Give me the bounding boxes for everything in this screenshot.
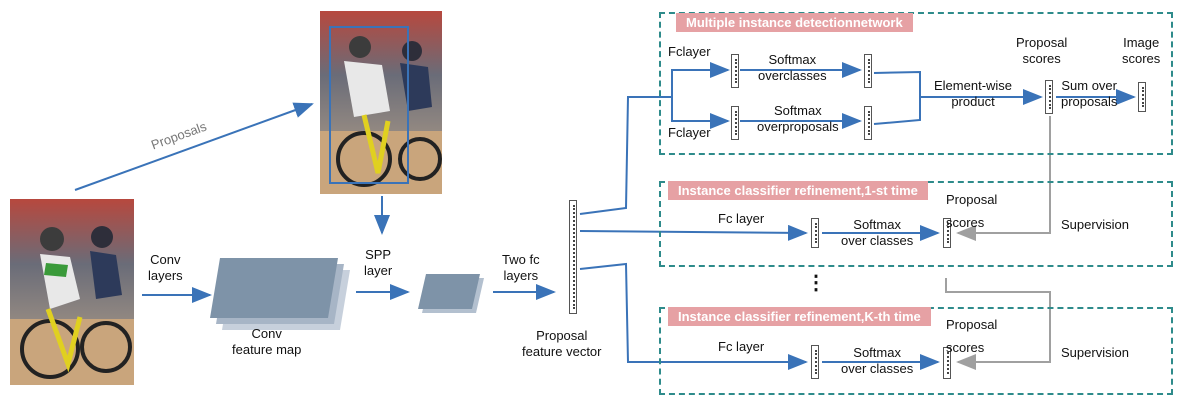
refine1-softmax-label: Softmax over classes	[841, 217, 913, 249]
spp-output-shape	[418, 274, 484, 313]
conv-layers-line1: Conv	[150, 252, 181, 267]
proposals-arrow	[74, 102, 314, 191]
midn-fc-bottom-label: Fclayer	[668, 125, 711, 140]
refineK-title: Instance classifier refinement,K-th time	[668, 307, 931, 326]
midn-fc-bottom-vector	[731, 106, 739, 140]
refineK-proposal-scores-line2: scores	[946, 340, 985, 355]
refineK-softmax-label: Softmax over classes	[841, 345, 913, 377]
refine1-fc-vector	[811, 218, 819, 248]
midn-fc-top-vector	[731, 54, 739, 88]
conv-feature-map-shape	[210, 258, 350, 330]
spp-layer-label: SPP layer	[364, 247, 392, 279]
midn-split-bottom	[671, 97, 730, 129]
refine1-proposal-scores-vector	[943, 218, 951, 248]
refineK-supervision-label: Supervision	[1061, 345, 1129, 360]
proposal-feature-vector-line2: feature vector	[522, 344, 602, 359]
midn-softmax-proposals-vector	[864, 106, 872, 140]
supervision-arrow-1	[956, 116, 1051, 241]
refine1-proposal-scores-line1: Proposal	[946, 192, 998, 207]
proposal-feature-vector-line1: Proposal	[536, 328, 588, 343]
refineK-proposal-scores-label: Proposal scores	[946, 313, 997, 359]
midn-softmax-classes-line2: overclasses	[758, 68, 827, 83]
conv-layers-line2: layers	[148, 268, 183, 283]
midn-split-top	[671, 62, 730, 97]
branch-refine1	[579, 224, 808, 241]
proposal-image	[320, 11, 442, 194]
midn-softmax-classes-line1: Softmax	[768, 52, 817, 67]
midn-softmax-proposals-label: Softmax overproposals	[757, 103, 839, 135]
midn-softmax-proposals-line1: Softmax	[773, 103, 822, 118]
midn-sum-over-label: Sum over proposals	[1061, 78, 1117, 110]
conv-feature-map-line2: feature map	[232, 342, 302, 357]
refine1-proposal-scores-line2: scores	[946, 215, 985, 230]
refine1-softmax-line1: Softmax	[853, 217, 901, 232]
proposal-feature-vector	[569, 200, 577, 314]
supervision-arrow-K	[945, 278, 1051, 370]
midn-image-scores-label: Image scores	[1122, 35, 1160, 67]
two-fc-layers-line1: Two fc	[502, 252, 540, 267]
input-image	[10, 199, 134, 385]
midn-box	[659, 12, 1173, 155]
midn-element-wise-line2: product	[951, 94, 995, 109]
refineK-fc-label: Fc layer	[718, 339, 765, 354]
refine1-title: Instance classifier refinement,1-st time	[668, 181, 928, 200]
refineK-proposal-scores-vector	[943, 347, 951, 379]
midn-title: Multiple instance detectionnetwork	[676, 13, 913, 32]
conv-feature-map-line1: Conv	[251, 326, 282, 341]
midn-proposal-scores-label: Proposal scores	[1016, 35, 1067, 67]
midn-proposal-scores-vector	[1045, 80, 1053, 114]
branch-refineK	[579, 262, 808, 370]
refineK-softmax-line1: Softmax	[853, 345, 901, 360]
refine1-softmax-line2: over classes	[841, 233, 914, 248]
conv-feature-map-label: Conv feature map	[232, 326, 301, 358]
midn-sum-over-line1: Sum over	[1061, 78, 1117, 93]
midn-proposal-scores-line2: scores	[1022, 51, 1061, 66]
branch-midn	[579, 96, 672, 215]
two-fc-layers-label: Two fc layers	[502, 252, 540, 284]
midn-fc-top-label: Fclayer	[668, 44, 711, 59]
refineK-fc-vector	[811, 345, 819, 379]
conv-layers-label: Conv layers	[148, 252, 183, 284]
midn-element-wise-line1: Element-wise	[934, 78, 1013, 93]
midn-image-scores-vector	[1138, 82, 1146, 112]
refine1-fc-label: Fc layer	[718, 211, 765, 226]
midn-softmax-proposals-line2: overproposals	[757, 119, 839, 134]
ellipsis: ⋮	[806, 272, 826, 294]
refineK-softmax-line2: over classes	[841, 361, 914, 376]
proposal-feature-vector-label: Proposal feature vector	[522, 328, 602, 360]
midn-element-wise-label: Element-wise product	[934, 78, 1012, 110]
midn-image-scores-line1: Image	[1123, 35, 1160, 50]
midn-softmax-classes-label: Softmax overclasses	[758, 52, 827, 84]
two-fc-layers-line2: layers	[503, 268, 539, 283]
midn-sum-over-line2: proposals	[1061, 94, 1118, 109]
spp-layer-line2: layer	[364, 263, 393, 278]
spp-layer-line1: SPP	[365, 247, 392, 262]
midn-proposal-scores-line1: Proposal	[1016, 35, 1068, 50]
refine1-proposal-scores-label: Proposal scores	[946, 188, 997, 234]
midn-image-scores-line2: scores	[1122, 51, 1161, 66]
midn-softmax-classes-vector	[864, 54, 872, 88]
refineK-proposal-scores-line1: Proposal	[946, 317, 998, 332]
refine1-supervision-label: Supervision	[1061, 217, 1129, 232]
